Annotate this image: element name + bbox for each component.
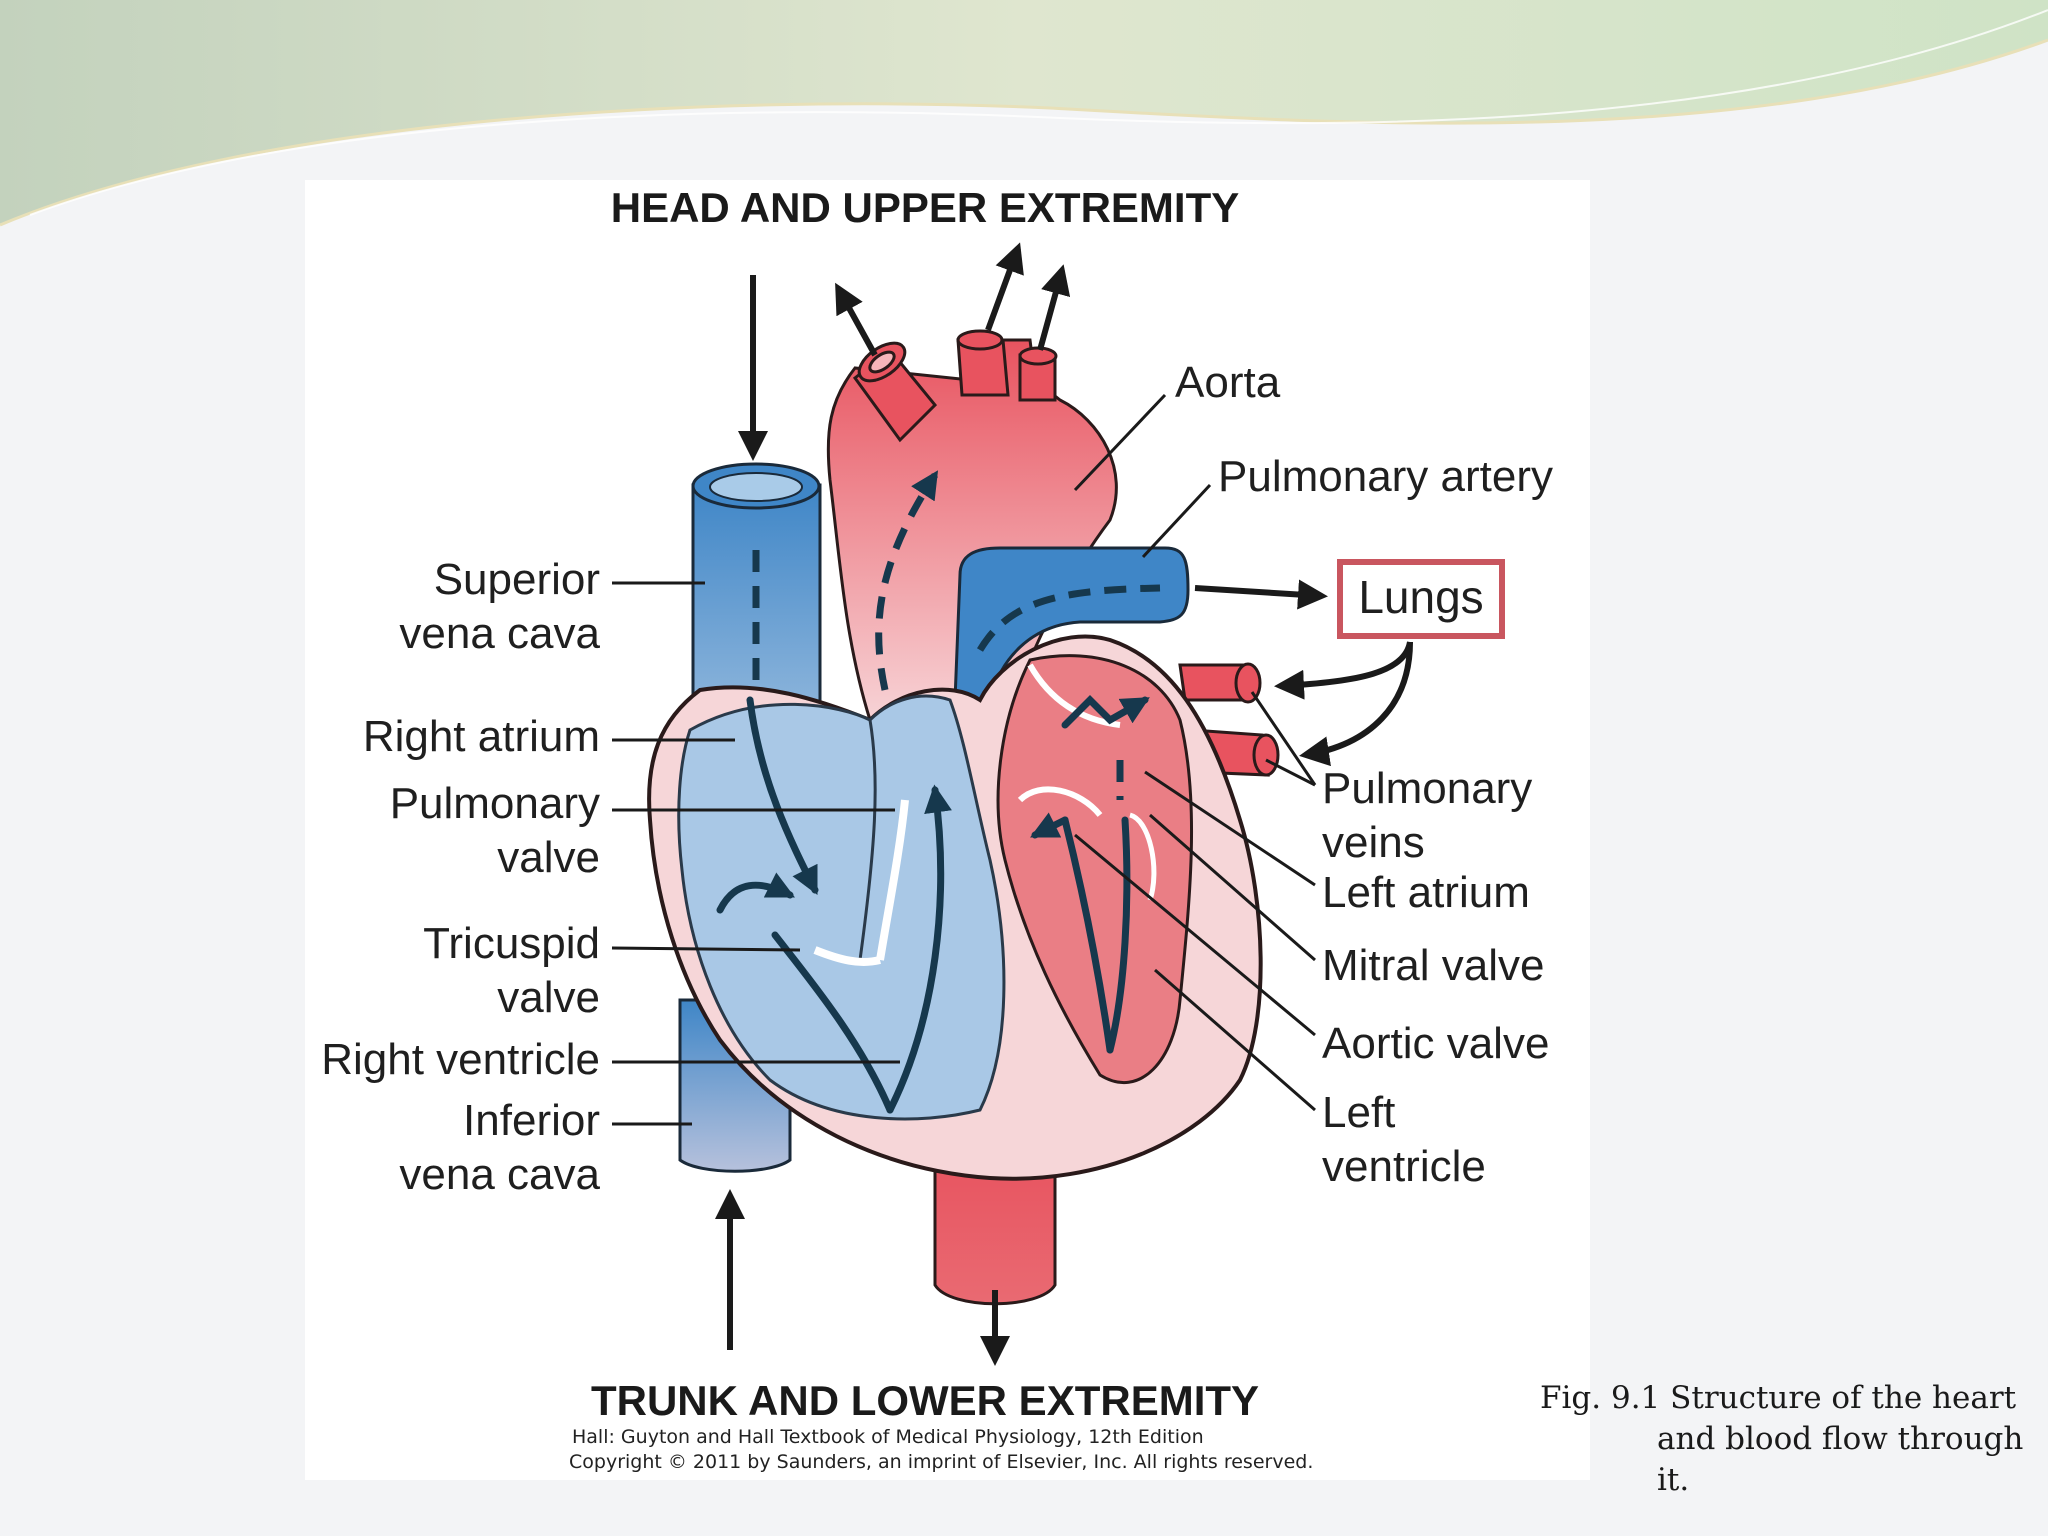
external-flow-arrows [715, 242, 1413, 1366]
label-superior-1: Superior [434, 555, 600, 604]
credit-line-2: Copyright © 2011 by Saunders, an imprint… [569, 1451, 1313, 1473]
descending-aorta [933, 1148, 1057, 1306]
bottom-heading: TRUNK AND LOWER EXTREMITY [591, 1377, 1259, 1424]
label-pulmonary-valve-1: Pulmonary [390, 779, 600, 828]
label-mitral-valve: Mitral valve [1322, 941, 1545, 990]
label-inferior-1: Inferior [463, 1096, 600, 1145]
chordae [1128, 812, 1157, 901]
left-labels: Superior vena cava Right atrium Pulmonar… [321, 555, 900, 1199]
aortic-valve-leaflet [1017, 786, 1103, 817]
aortic-branches [852, 329, 1058, 443]
leader-left-ventricle [1154, 968, 1316, 1112]
left-chambers [996, 654, 1194, 1084]
leader-left-atrium [1144, 770, 1316, 887]
caption-line-1: Fig. 9.1 Structure of the heart [1540, 1380, 2017, 1416]
leader-pv-lower [1265, 758, 1316, 787]
label-tricuspid-1: Tricuspid [423, 919, 600, 968]
label-left-ventricle-2: ventricle [1322, 1142, 1486, 1191]
leader-pulmonary-artery [1141, 483, 1212, 559]
pulmonary-artery [953, 546, 1190, 702]
header-wave-decoration [0, 0, 2048, 227]
tricuspid-valve-leaflet [813, 946, 881, 966]
mitral-valve-leaflet [1027, 663, 1121, 728]
label-pulmonary-veins-1: Pulmonary [1322, 764, 1532, 813]
label-tricuspid-2: valve [497, 973, 600, 1022]
label-pulmonary-valve-2: valve [497, 833, 600, 882]
leader-aorta [1073, 393, 1167, 492]
pulmonary-valve-leaflet [876, 799, 909, 961]
figure-caption: Fig. 9.1 Structure of the heart and bloo… [1540, 1380, 2023, 1498]
label-right-ventricle: Right ventricle [321, 1035, 600, 1084]
right-labels: Aorta Pulmonary artery Pulmonary veins L… [1073, 358, 1553, 1191]
lungs-box [1337, 559, 1505, 639]
label-right-atrium: Right atrium [363, 712, 600, 761]
label-pulmonary-veins-2: veins [1322, 818, 1425, 867]
label-aorta: Aorta [1175, 358, 1281, 407]
label-inferior-2: vena cava [399, 1150, 600, 1199]
label-aortic-valve: Aortic valve [1322, 1019, 1549, 1068]
blood-flow-paths [716, 470, 1161, 1114]
leader-tricuspid [611, 946, 801, 952]
septum [858, 719, 877, 961]
caption-line-2: and blood flow through [1657, 1421, 2023, 1457]
leader-mitral-valve [1149, 813, 1316, 962]
top-heading: HEAD AND UPPER EXTREMITY [611, 184, 1240, 231]
label-left-ventricle-1: Left [1322, 1088, 1395, 1137]
svc-lumen [709, 472, 803, 502]
leader-pv-upper [1250, 691, 1317, 786]
lungs-label: Lungs [1358, 571, 1483, 623]
leader-aortic-valve [1074, 833, 1316, 1037]
label-superior-2: vena cava [399, 609, 600, 658]
label-left-atrium: Left atrium [1322, 868, 1530, 917]
label-pulmonary-artery: Pulmonary artery [1218, 452, 1553, 501]
caption-line-3: it. [1657, 1462, 1689, 1498]
credit-line-1: Hall: Guyton and Hall Textbook of Medica… [572, 1426, 1204, 1448]
